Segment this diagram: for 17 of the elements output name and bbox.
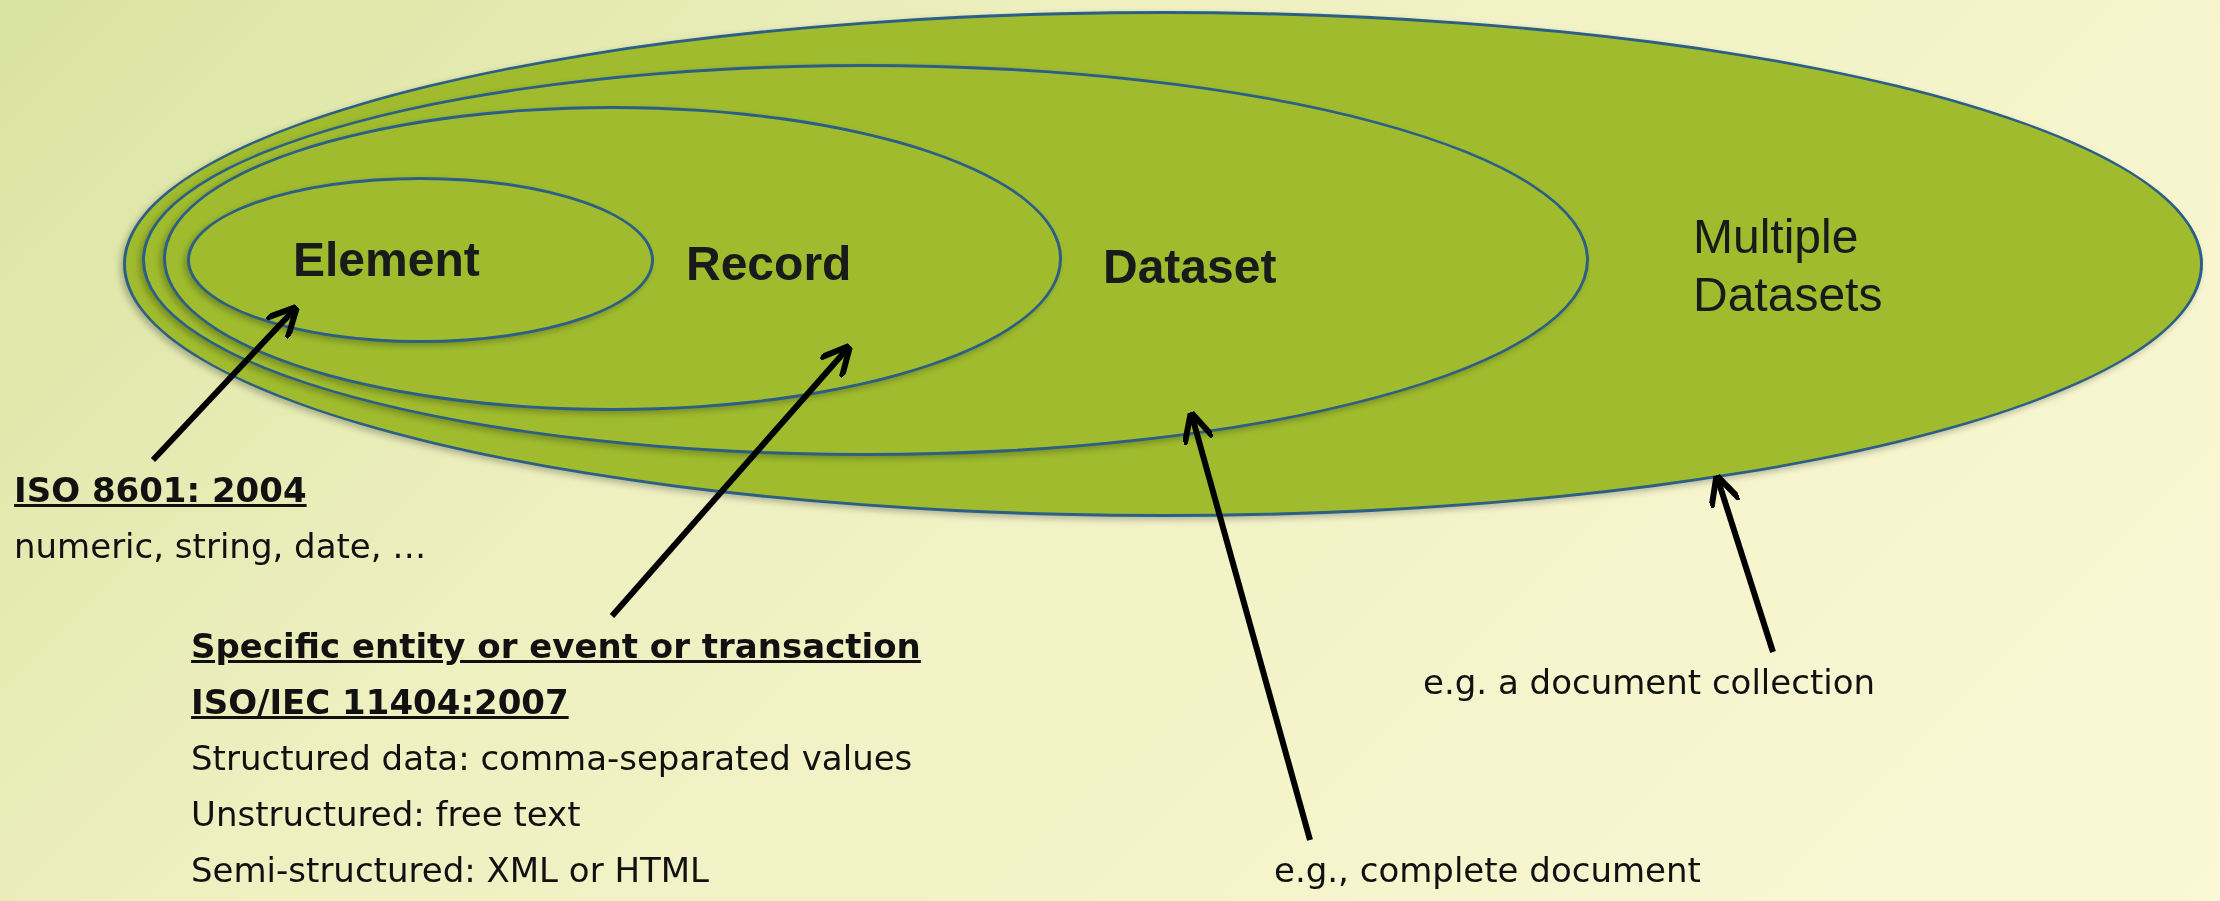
region-label: Record	[686, 236, 852, 292]
leader-arrow	[1181, 409, 1313, 841]
note-text: Structured data: comma-separated values	[191, 737, 914, 780]
leader-arrow	[609, 342, 854, 618]
leader-arrow	[150, 303, 301, 463]
note-text: Unstructured: free text	[191, 793, 582, 836]
note-text: numeric, string, date, …	[14, 525, 427, 568]
region-label: Element	[293, 232, 480, 288]
region-label: Dataset	[1103, 239, 1277, 295]
note-text: e.g., complete document	[1274, 849, 1701, 892]
note-text: Semi-structured: XML or HTML	[191, 849, 711, 892]
note-heading: Specific entity or event or transaction	[191, 625, 921, 668]
leader-arrow	[1708, 472, 1776, 653]
note-heading: ISO 8601: 2004	[14, 469, 308, 512]
note-text: e.g. a document collection	[1423, 661, 1876, 704]
region-label: Multiple Datasets	[1693, 209, 1884, 323]
note-heading: ISO/IEC 11404:2007	[191, 681, 570, 724]
